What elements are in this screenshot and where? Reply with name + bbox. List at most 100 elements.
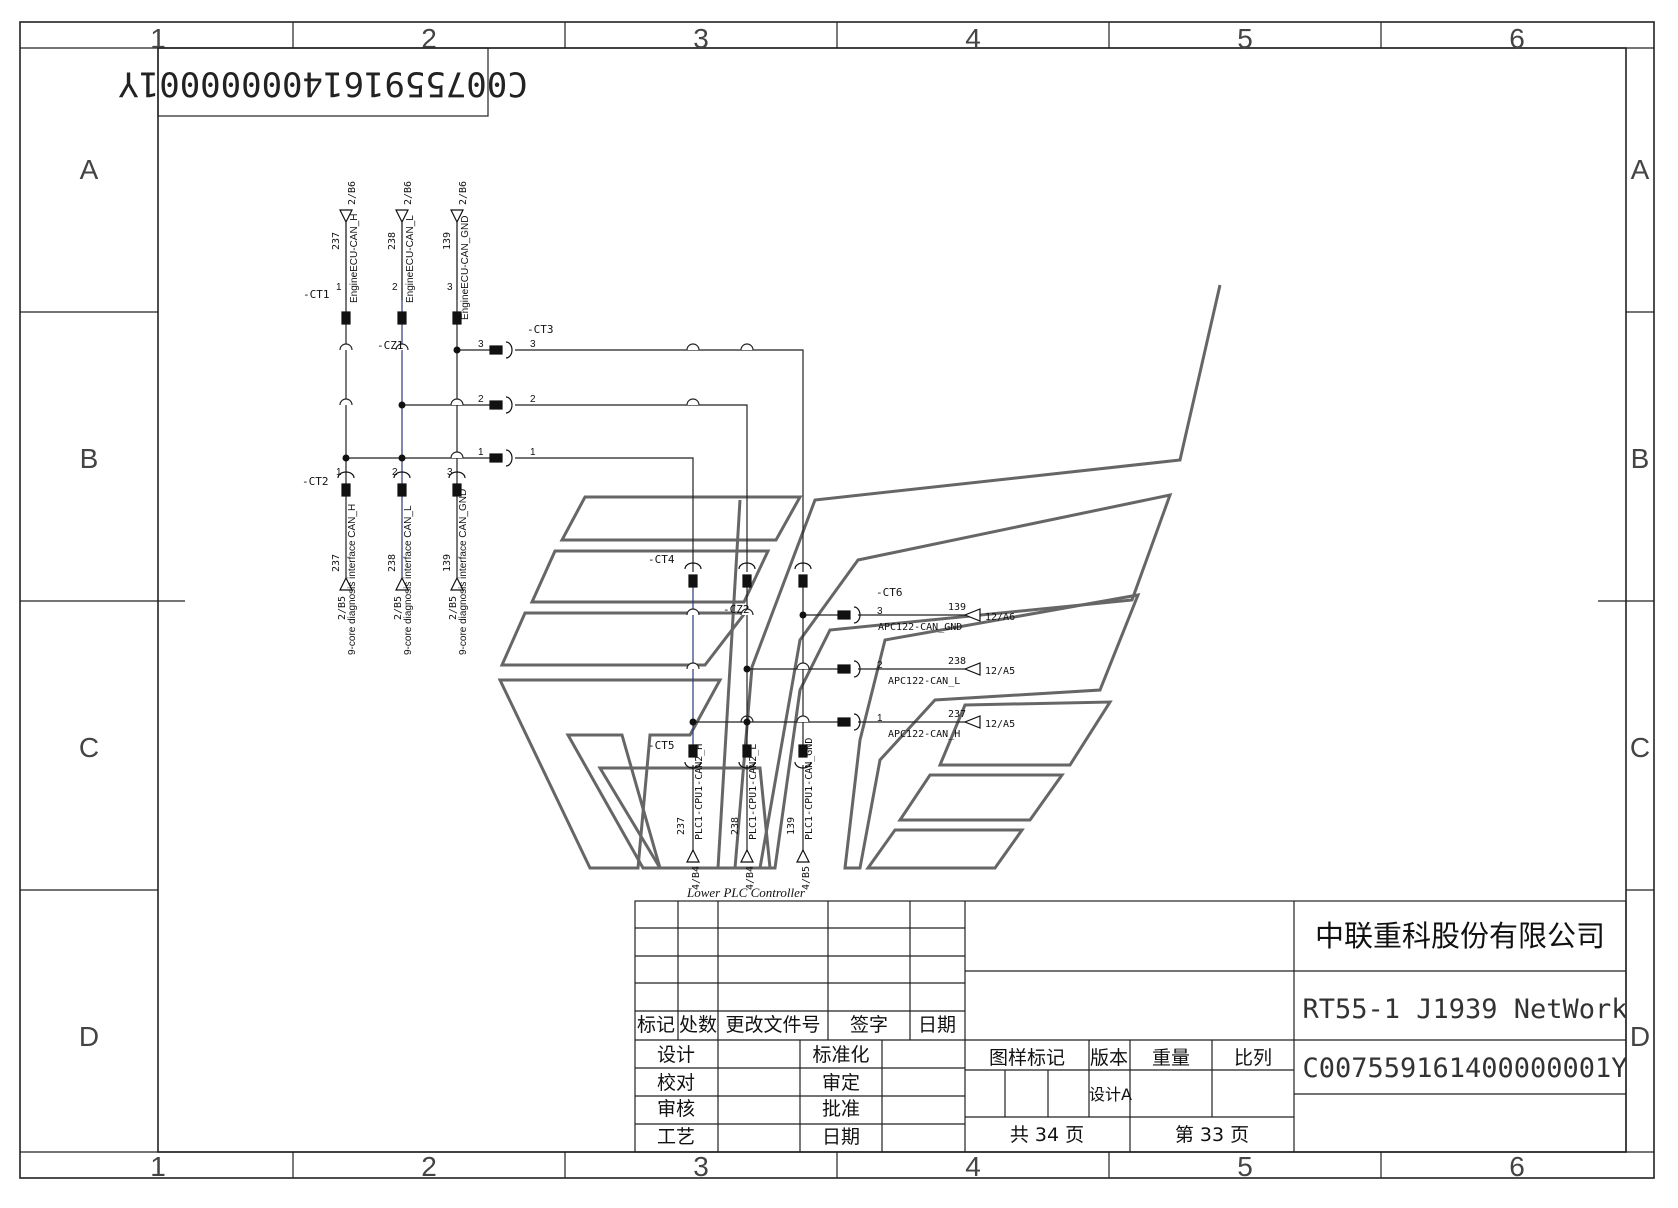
signal-name: EngineECU-CAN_H xyxy=(349,214,360,303)
rev-header: 日期 xyxy=(918,1014,956,1036)
signal-ref: 12/A5 xyxy=(985,666,1015,677)
col-label: 4 xyxy=(965,23,981,54)
role-label: 工艺 xyxy=(657,1126,695,1148)
role-label: 审定 xyxy=(822,1072,860,1094)
col-label: 3 xyxy=(693,1151,709,1182)
attr-header: 图样标记 xyxy=(989,1047,1065,1069)
col-label: 5 xyxy=(1237,1151,1253,1182)
connector-pins xyxy=(337,311,861,769)
signal-ref: 12/A6 xyxy=(985,612,1015,623)
page-number: 第 33 页 xyxy=(1175,1124,1249,1146)
signal-name: PLC1-CPU1-CAN_GND xyxy=(804,738,815,840)
col-label: 1 xyxy=(150,1151,166,1182)
attr-header: 重量 xyxy=(1152,1047,1190,1069)
inner-border xyxy=(157,47,1627,1153)
pin-number: 1 xyxy=(877,713,883,724)
row-labels: A B C D A B C D xyxy=(79,154,1650,1052)
pin-number: 2 xyxy=(392,467,398,478)
apc-signal-labels: 139 APC122-CAN_GND 12/A6 238 APC122-CAN_… xyxy=(877,602,1015,740)
diag-signal-labels: 237 9-core diagnosis interface CAN_H 2/B… xyxy=(331,467,469,655)
terminal-arrows xyxy=(339,209,981,863)
signal-ref: 2/B5 xyxy=(393,596,404,620)
row-label: B xyxy=(80,443,99,474)
wire-number: 139 xyxy=(442,232,453,250)
wire-crossings xyxy=(339,343,810,723)
wire-number: 237 xyxy=(331,554,342,572)
row-label: C xyxy=(1630,732,1650,763)
version-value: 设计A xyxy=(1089,1085,1132,1104)
wire-number: 237 xyxy=(948,709,966,720)
plc-signal-labels: PLC1-CPU1-CAN2_H 237 4/B4 PLC1-CPU1-CAN2… xyxy=(676,738,815,900)
rev-header: 标记 xyxy=(637,1014,675,1036)
wire-number: 237 xyxy=(676,817,687,835)
row-label: D xyxy=(1630,1021,1650,1052)
cz1-label: -CZ1 xyxy=(377,339,404,352)
plc-caption: Lower PLC Controller xyxy=(686,885,806,900)
signal-ref: 2/B6 xyxy=(458,181,469,205)
total-pages: 共 34 页 xyxy=(1010,1124,1084,1146)
row-label: D xyxy=(79,1021,99,1052)
pin-number: 3 xyxy=(447,467,453,478)
signal-ref: 2/B6 xyxy=(403,181,414,205)
ct2-label: -CT2 xyxy=(302,475,329,488)
pin-number: 2 xyxy=(478,394,484,405)
wire-number: 139 xyxy=(948,602,966,613)
pin-number: 1 xyxy=(336,282,342,293)
signal-name: 9-core diagnosis interface CAN_L xyxy=(403,505,414,655)
pin-number: 3 xyxy=(877,606,883,617)
pin-number: 3 xyxy=(478,339,484,350)
signal-name: PLC1-CPU1-CAN2_L xyxy=(748,744,759,840)
role-label: 校对 xyxy=(657,1072,695,1094)
pin-number: 3 xyxy=(530,339,536,350)
col-label: 2 xyxy=(421,23,437,54)
wire-number: 139 xyxy=(786,817,797,835)
signal-ref: 2/B5 xyxy=(448,596,459,620)
stamp-text: C007559161400000001Y xyxy=(118,64,527,104)
signal-name: EngineECU-CAN_GND xyxy=(460,216,471,320)
signal-name: 9-core diagnosis interface CAN_GND xyxy=(458,489,469,655)
ct4-label: -CT4 xyxy=(648,553,675,566)
pin-number: 1 xyxy=(478,447,484,458)
signal-name: 9-core diagnosis interface CAN_H xyxy=(347,504,358,655)
role-label: 批准 xyxy=(822,1098,860,1120)
signal-ref: 2/B6 xyxy=(347,181,358,205)
pin-number: 3 xyxy=(447,282,453,293)
signal-name: APC122-CAN_H xyxy=(888,729,960,740)
signal-ref: 4/B5 xyxy=(801,866,812,890)
ecu-signal-labels: 2/B6 237 EngineECU-CAN_H 2/B6 238 Engine… xyxy=(331,181,471,320)
row-label: A xyxy=(1631,154,1650,185)
col-label: 2 xyxy=(421,1151,437,1182)
drawing-title: RT55-1 J1939 NetWork xyxy=(1302,994,1627,1025)
role-label: 日期 xyxy=(822,1126,860,1148)
row-label: C xyxy=(79,732,99,763)
company-logo-watermark xyxy=(497,284,1222,870)
signal-ref: 4/B4 xyxy=(691,866,702,890)
pin-number: 2 xyxy=(530,394,536,405)
rev-header: 更改文件号 xyxy=(725,1014,820,1036)
pin-number: 1 xyxy=(530,447,536,458)
col-label: 6 xyxy=(1509,23,1525,54)
pin-number: 2 xyxy=(392,282,398,293)
ct3-pin-labels: 3 2 1 3 2 1 xyxy=(478,339,536,458)
wire-number: 238 xyxy=(387,554,398,572)
ct6-label: -CT6 xyxy=(876,586,903,599)
signal-ref: 12/A5 xyxy=(985,719,1015,730)
signal-ref: 4/B4 xyxy=(745,866,756,890)
company-name: 中联重科股份有限公司 xyxy=(1315,919,1605,953)
wire-number: 139 xyxy=(442,554,453,572)
col-label: 3 xyxy=(693,23,709,54)
role-label: 审核 xyxy=(657,1098,695,1120)
signal-ref: 2/B5 xyxy=(337,596,348,620)
ct5-label: -CT5 xyxy=(648,739,675,752)
rev-header: 签字 xyxy=(850,1014,888,1036)
drawing-number-stamp: C007559161400000001Y xyxy=(118,47,528,117)
connector-labels: -CT1 -CT2 -CT3 -CT4 -CT5 -CT6 -CZ1 -CZ2 xyxy=(302,288,903,752)
signal-name: APC122-CAN_L xyxy=(888,676,960,687)
col-label: 6 xyxy=(1509,1151,1525,1182)
junction-dots xyxy=(342,346,807,726)
signal-name: APC122-CAN_GND xyxy=(878,622,962,633)
row-label: B xyxy=(1631,443,1650,474)
col-label: 1 xyxy=(150,23,166,54)
ct3-label: -CT3 xyxy=(527,323,554,336)
